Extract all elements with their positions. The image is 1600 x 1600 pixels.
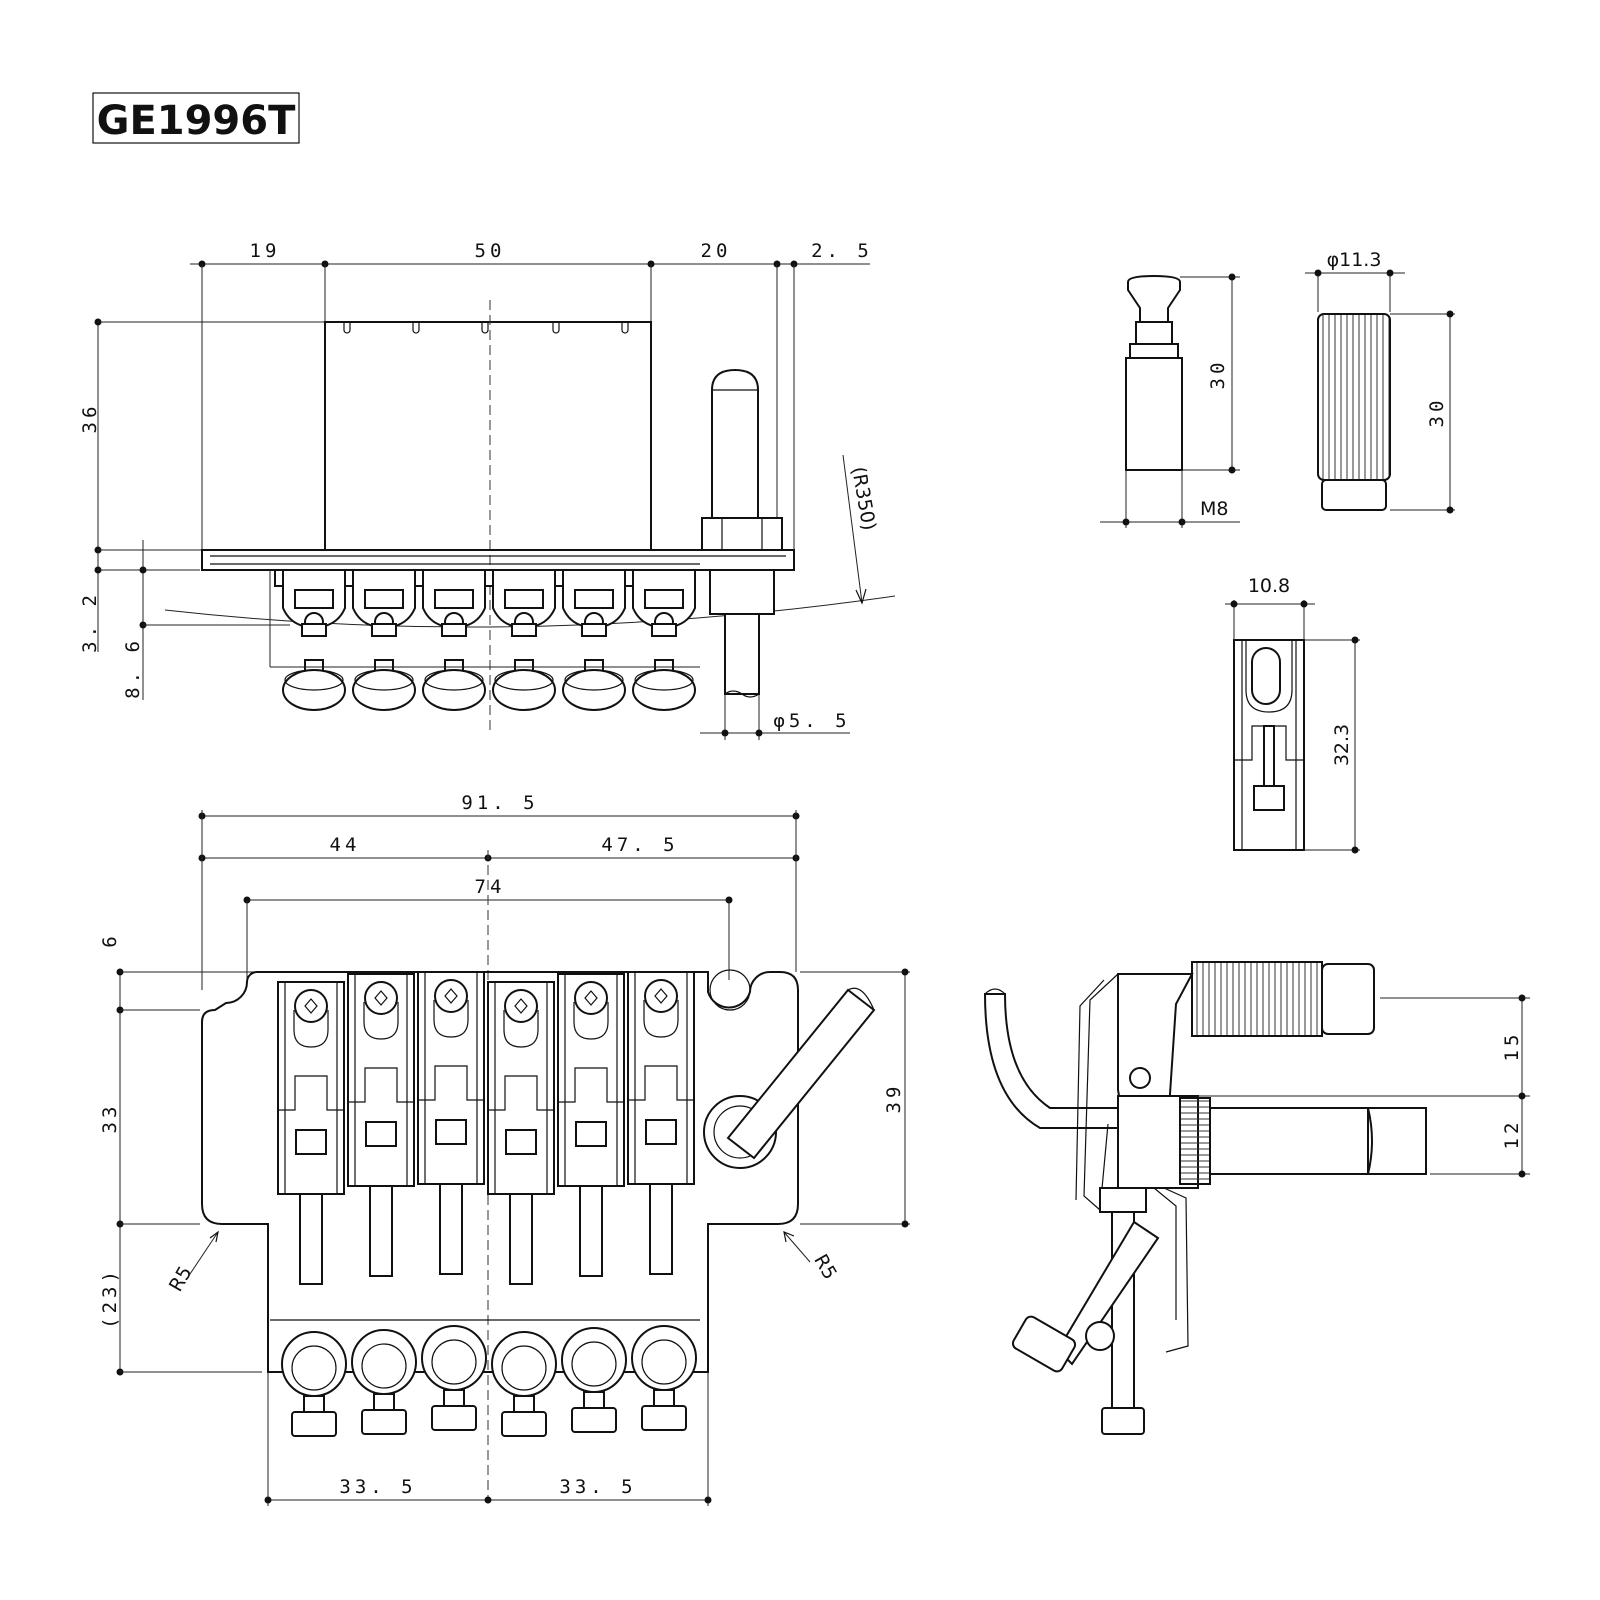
dim-knob-dia: φ11.3 <box>1327 249 1382 271</box>
dim-r5-right: R5 <box>809 1251 841 1284</box>
front-view: 19 50 20 2. 5 36 3. 2 8. 6 (R350) <box>79 240 896 740</box>
dim-74: 74 <box>475 876 506 898</box>
dim-47-5: 47. 5 <box>601 834 678 856</box>
arm-top <box>703 987 876 1169</box>
dim-33-5-left: 33. 5 <box>339 1476 416 1498</box>
dim-3-2: 3. 2 <box>79 591 101 653</box>
dim-33-5-right: 33. 5 <box>559 1476 636 1498</box>
title-box: GE1996T <box>92 92 300 144</box>
dim-15: 15 <box>1501 1031 1523 1062</box>
dim-20: 20 <box>701 240 732 262</box>
model-title: GE1996T <box>97 98 296 144</box>
dim-saddle-10-8: 10.8 <box>1248 575 1290 597</box>
arm-socket-front <box>701 368 783 698</box>
dim-r5-left: R5 <box>165 1263 197 1296</box>
dim-50: 50 <box>475 240 506 262</box>
dim-m8: M8 <box>1200 498 1228 520</box>
dim-36: 36 <box>79 403 101 434</box>
dim-19: 19 <box>250 240 281 262</box>
dim-dia-5-5: φ5. 5 <box>773 710 850 732</box>
saddles-front <box>269 569 700 711</box>
top-view: 91. 5 44 47. 5 74 6 33 (23) 39 <box>99 792 910 1506</box>
arm-tip-detail: 30 M8 <box>1100 273 1240 528</box>
knob-detail: φ11.3 30 <box>1305 249 1455 514</box>
dim-arm-30: 30 <box>1207 359 1229 390</box>
dim-saddle-32-3: 32.3 <box>1331 724 1353 766</box>
dim-2-5: 2. 5 <box>811 240 873 262</box>
dim-knob-30: 30 <box>1426 397 1448 428</box>
side-profile: 15 12 <box>983 961 1530 1435</box>
dim-39: 39 <box>883 1083 905 1114</box>
dim-91-5: 91. 5 <box>461 792 538 814</box>
saddles-top <box>277 971 695 1285</box>
dim-33: 33 <box>99 1103 121 1134</box>
saddle-detail: 10.8 32.3 <box>1225 575 1360 854</box>
dim-23: (23) <box>99 1267 121 1329</box>
dim-44: 44 <box>330 834 361 856</box>
dim-8-6: 8. 6 <box>122 637 144 699</box>
dim-12: 12 <box>1501 1119 1523 1150</box>
fine-tuners-top <box>270 1319 700 1437</box>
dim-6: 6 <box>99 932 121 947</box>
